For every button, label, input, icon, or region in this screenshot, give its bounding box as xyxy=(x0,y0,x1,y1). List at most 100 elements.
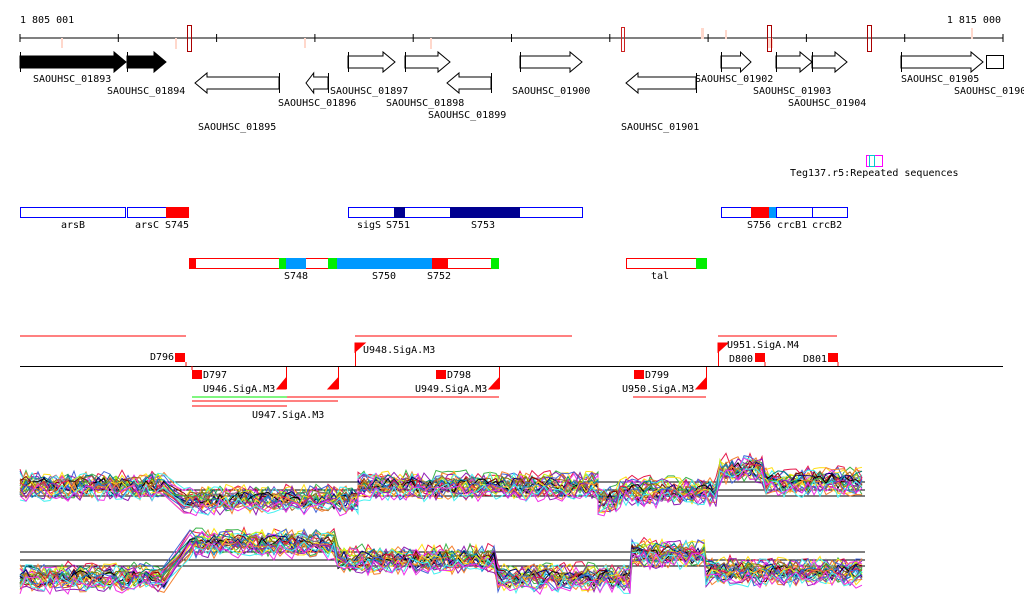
gene-SAOUHSC_01903[interactable]: SAOUHSC_01903 xyxy=(753,50,831,97)
gene-arrow[interactable] xyxy=(126,50,167,74)
terminator-D796[interactable] xyxy=(175,353,185,362)
gene-label: SAOUHSC_01903 xyxy=(753,86,831,97)
gene-arrow[interactable] xyxy=(775,50,813,74)
expression-line xyxy=(19,466,863,515)
terminator-D798[interactable] xyxy=(436,370,446,379)
gene-SAOUHSC_01897[interactable]: SAOUHSC_01897 xyxy=(330,50,408,97)
terminator-D801[interactable] xyxy=(828,353,838,362)
gene-arrow[interactable] xyxy=(19,50,127,74)
gene-label: SAOUHSC_01904 xyxy=(788,98,866,109)
gene-SAOUHSC_01902[interactable]: SAOUHSC_01902 xyxy=(695,50,773,85)
label-D800: D800 xyxy=(729,354,753,365)
gene-SAOUHSC_01893[interactable]: SAOUHSC_01893 xyxy=(19,50,127,85)
expression-profile-top xyxy=(19,452,865,517)
label-D797: D797 xyxy=(203,370,227,381)
annotation-arsC[interactable] xyxy=(127,207,167,218)
promoter-U947[interactable] xyxy=(275,376,287,390)
expression-line xyxy=(19,460,863,509)
gene-label: SAOUHSC_01902 xyxy=(695,74,773,85)
gene-arrow[interactable] xyxy=(900,50,984,74)
label-U948: U948.SigA.M3 xyxy=(363,345,435,356)
promoter-U949[interactable] xyxy=(487,376,500,390)
variant-markers[interactable] xyxy=(61,25,973,52)
annotation-S756[interactable] xyxy=(751,207,769,218)
coordinate-ruler: 1 805 001 1 815 000 xyxy=(19,15,1004,52)
label-sigS: sigS xyxy=(357,220,381,231)
annotation-S753[interactable] xyxy=(450,207,520,218)
label-D798: D798 xyxy=(447,370,471,381)
annotation-S751[interactable] xyxy=(394,207,405,218)
gene-SAOUHSC_0190[interactable]: SAOUHSC_0190 xyxy=(954,55,1024,98)
gene-label: SAOUHSC_01895 xyxy=(198,122,276,133)
terminator-D799[interactable] xyxy=(634,370,644,379)
expression-line xyxy=(19,534,863,588)
gene-SAOUHSC_01900[interactable]: SAOUHSC_01900 xyxy=(512,50,590,97)
gene-SAOUHSC_01898[interactable]: SAOUHSC_01898 xyxy=(386,50,464,109)
label-S745: S745 xyxy=(165,220,189,231)
gene-SAOUHSC_01899[interactable]: SAOUHSC_01899 xyxy=(428,71,506,121)
label-S753: S753 xyxy=(471,220,495,231)
gene-box[interactable] xyxy=(986,55,1004,69)
annotation-S750[interactable] xyxy=(337,258,432,269)
expression-line xyxy=(19,467,863,517)
label-U951: U951.SigA.M4 xyxy=(727,340,799,351)
label-S750: S750 xyxy=(372,271,396,282)
repeat-track: Teg137.r5:Repeated sequences xyxy=(790,155,959,179)
annotation-S745[interactable] xyxy=(166,207,189,218)
gene-label: SAOUHSC_01897 xyxy=(330,86,408,97)
label-crcB2: crcB2 xyxy=(812,220,842,231)
gene-arrow[interactable] xyxy=(625,71,697,95)
annotation-track-blue: arsB arsC S745 sigS S751 S753 S756 crcB1… xyxy=(20,207,848,231)
annotation-crcB-region[interactable] xyxy=(721,207,848,218)
expression-line xyxy=(19,534,863,587)
label-D796: D796 xyxy=(150,352,174,363)
expression-line xyxy=(19,528,863,583)
label-D799: D799 xyxy=(645,370,669,381)
label-tal: tal xyxy=(651,271,669,282)
gene-SAOUHSC_01896[interactable]: SAOUHSC_01896 xyxy=(278,71,356,109)
label-arsC: arsC xyxy=(135,220,159,231)
annotation-S748[interactable] xyxy=(286,258,306,269)
annotation-tal[interactable] xyxy=(626,258,697,269)
gene-arrow[interactable] xyxy=(404,50,451,74)
gene-arrow[interactable] xyxy=(194,71,280,95)
gene-label: SAOUHSC_01901 xyxy=(621,122,699,133)
gene-SAOUHSC_01904[interactable]: SAOUHSC_01904 xyxy=(788,50,866,109)
expression-line xyxy=(19,541,863,596)
ruler-start-label: 1 805 001 xyxy=(20,15,74,26)
label-U949: U949.SigA.M3 xyxy=(415,384,487,395)
gene-arrow[interactable] xyxy=(347,50,396,74)
gene-label: SAOUHSC_01896 xyxy=(278,98,356,109)
gene-SAOUHSC_01894[interactable]: SAOUHSC_01894 xyxy=(107,50,185,97)
annotation-S752[interactable] xyxy=(432,258,448,269)
promoter-U950[interactable] xyxy=(694,376,707,390)
gene-arrow[interactable] xyxy=(720,50,752,74)
gene-label: SAOUHSC_01898 xyxy=(386,98,464,109)
terminator-D797[interactable] xyxy=(192,370,202,379)
gene-SAOUHSC_01905[interactable]: SAOUHSC_01905 xyxy=(900,50,984,85)
promoter-U946[interactable] xyxy=(326,376,339,390)
gene-arrow[interactable] xyxy=(446,71,492,95)
expression-line xyxy=(19,541,863,595)
annotation-arsB[interactable] xyxy=(20,207,126,218)
terminator-D800[interactable] xyxy=(755,353,765,362)
ruler-end-label: 1 815 000 xyxy=(947,15,1001,26)
label-U946: U946.SigA.M3 xyxy=(203,384,275,395)
gene-arrow[interactable] xyxy=(305,71,329,95)
gene-SAOUHSC_01895[interactable]: SAOUHSC_01895 xyxy=(194,71,280,133)
gene-label: SAOUHSC_01905 xyxy=(901,74,979,85)
expression-line xyxy=(19,468,863,516)
label-U947: U947.SigA.M3 xyxy=(252,410,324,421)
gene-arrow[interactable] xyxy=(519,50,583,74)
label-arsB: arsB xyxy=(61,220,85,231)
label-crcB1: crcB1 xyxy=(777,220,807,231)
gene-SAOUHSC_01901[interactable]: SAOUHSC_01901 xyxy=(621,71,699,133)
expression-profile-bottom xyxy=(19,526,865,596)
label-S751: S751 xyxy=(386,220,410,231)
label-S752: S752 xyxy=(427,271,451,282)
gene-label: SAOUHSC_01894 xyxy=(107,86,185,97)
label-S748: S748 xyxy=(284,271,308,282)
gene-arrow[interactable] xyxy=(811,50,848,74)
gene-label: SAOUHSC_01900 xyxy=(512,86,590,97)
